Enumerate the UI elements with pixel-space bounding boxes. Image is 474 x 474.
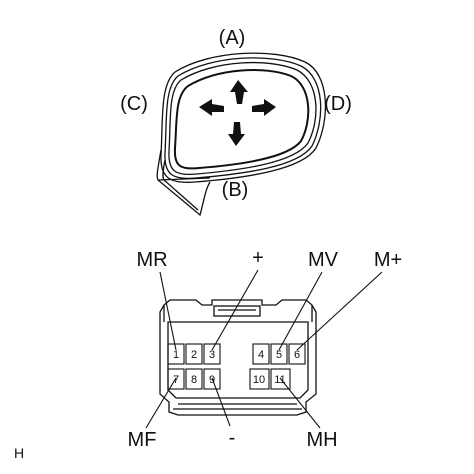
label-c: (C) — [120, 93, 148, 115]
pin-cavity-3 — [203, 343, 221, 365]
label-a: (A) — [219, 27, 246, 49]
terminal-label-mr: MR — [136, 249, 167, 271]
terminal-label-m-plus: M+ — [374, 249, 402, 271]
pin-number-5: 5 — [276, 349, 282, 361]
leader-plus — [211, 269, 259, 351]
label-b: (B) — [222, 179, 249, 201]
mirror-outline-1 — [160, 52, 327, 184]
pin-numbers: 1 2 3 4 5 6 7 8 9 10 11 — [173, 349, 300, 386]
leader-mr — [159, 271, 177, 351]
corner-mark: H — [14, 445, 24, 461]
arrow-right-icon — [252, 99, 276, 116]
leader-mv — [278, 271, 323, 351]
pin-number-9: 9 — [209, 374, 215, 386]
pin-cavity-8 — [185, 368, 203, 390]
pin-cavity-2 — [185, 343, 203, 365]
arrow-left-icon — [199, 99, 224, 116]
pin-cavity-7 — [167, 368, 185, 390]
pin-cavity-5 — [270, 343, 288, 365]
mirror-flange — [156, 149, 211, 217]
leader-m-plus — [296, 271, 383, 351]
label-d: (D) — [324, 93, 352, 115]
terminal-label-mh: MH — [306, 429, 337, 451]
pin-number-3: 3 — [209, 349, 215, 361]
pin-cavity-10 — [249, 368, 270, 390]
pin-number-8: 8 — [191, 374, 197, 386]
pin-cavity-6 — [288, 343, 306, 365]
mirror-inner-plate — [173, 69, 310, 170]
leader-mf — [145, 377, 177, 429]
terminal-label-minus: - — [229, 427, 236, 449]
pin-number-10: 10 — [253, 374, 265, 386]
pin-number-2: 2 — [191, 349, 197, 361]
leader-minus — [211, 377, 231, 427]
direction-arrows — [199, 80, 276, 146]
mirror-flange-edge — [157, 177, 211, 181]
mirror-outline-2 — [164, 57, 322, 180]
connector-inner-outline — [167, 321, 309, 399]
pin-cavity-1 — [167, 343, 185, 365]
pin-cavity-4 — [252, 343, 270, 365]
mirror-switch-illustration — [156, 52, 327, 217]
terminal-label-plus: + — [252, 247, 264, 269]
terminal-label-mv: MV — [308, 249, 339, 271]
leader-mh — [279, 377, 321, 429]
pin-cavity-11 — [270, 368, 291, 390]
arrow-down-icon — [228, 122, 245, 146]
pin-number-4: 4 — [258, 349, 264, 361]
terminal-label-mf: MF — [128, 429, 157, 451]
pin-cavities — [167, 343, 306, 390]
mirror-outline-3 — [168, 61, 317, 176]
pin-cavity-9 — [203, 368, 221, 390]
pin-number-1: 1 — [173, 349, 179, 361]
pin-number-7: 7 — [173, 374, 179, 386]
pin-number-6: 6 — [294, 349, 300, 361]
leader-lines — [145, 269, 383, 429]
arrow-up-icon — [230, 80, 248, 104]
connector-body — [159, 299, 317, 416]
pin-number-11: 11 — [274, 374, 285, 386]
